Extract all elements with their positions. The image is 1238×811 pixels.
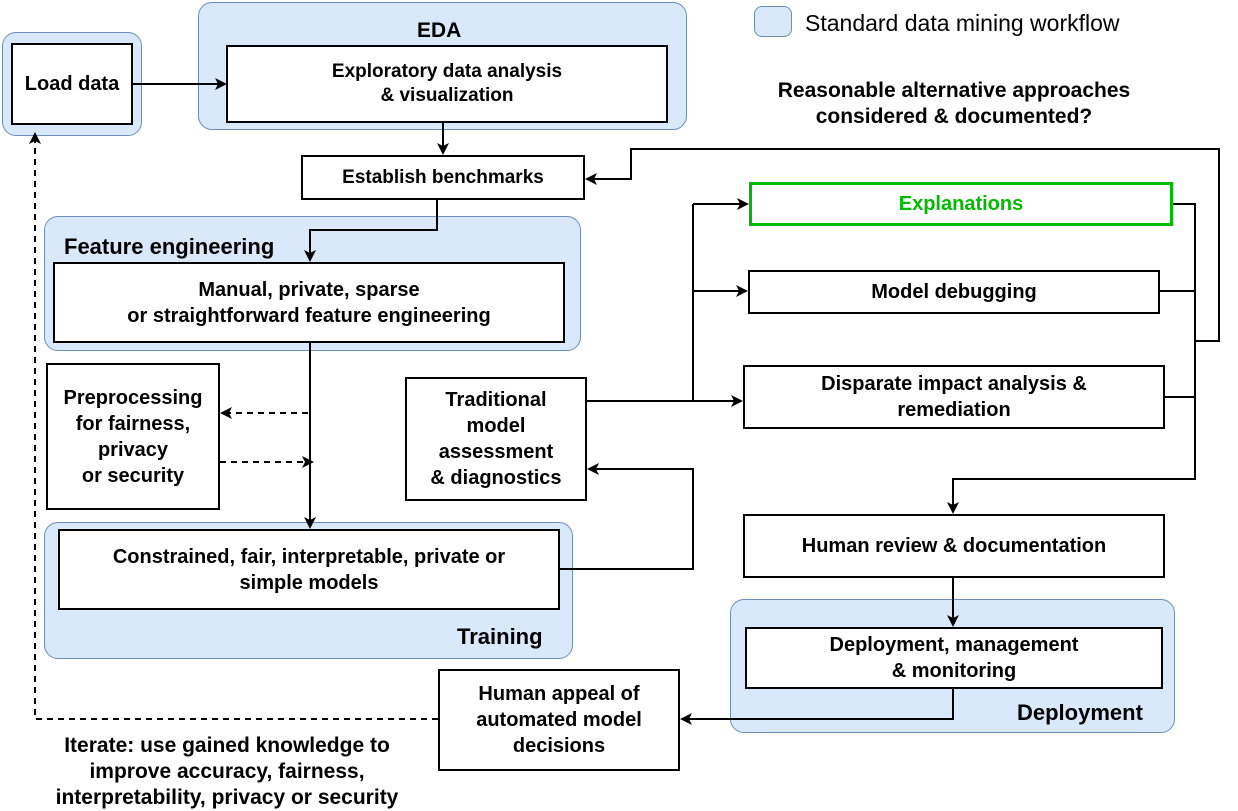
feature-engineering-group-label: Feature engineering [64,234,275,259]
model-debugging-node[interactable]: Model debugging [748,270,1160,314]
legend-label: Standard data mining workflow [805,10,1120,36]
edge-explanations-out [947,203,1196,514]
feature-engineering-node[interactable]: Manual, private, sparse or straightforwa… [53,262,565,343]
training-group-label: Training [457,624,543,649]
human-review-node[interactable]: Human review & documentation [743,514,1165,578]
eda-group-label: EDA [417,19,462,42]
load-data-node[interactable]: Load data [11,43,133,125]
establish-benchmarks-node[interactable]: Establish benchmarks [301,155,585,200]
deployment-group-label: Deployment [1017,700,1143,725]
models-node[interactable]: Constrained, fair, interpretable, privat… [58,529,560,610]
human-appeal-node[interactable]: Human appeal of automated model decision… [438,669,680,771]
deployment-node[interactable]: Deployment, management & monitoring [745,627,1163,689]
disparate-impact-node[interactable]: Disparate impact analysis & remediation [743,365,1165,429]
eda-node[interactable]: Exploratory data analysis & visualizatio… [226,45,668,123]
explanations-node[interactable]: Explanations [749,182,1173,226]
traditional-assessment-node[interactable]: Traditional model assessment & diagnosti… [405,377,587,501]
legend-swatch [754,6,792,37]
alternatives-annotation: Reasonable alternative approaches consid… [777,79,1131,128]
preprocessing-node[interactable]: Preprocessing for fairness, privacy or s… [46,363,220,510]
iterate-annotation: Iterate: use gained knowledge to improve… [55,734,399,809]
